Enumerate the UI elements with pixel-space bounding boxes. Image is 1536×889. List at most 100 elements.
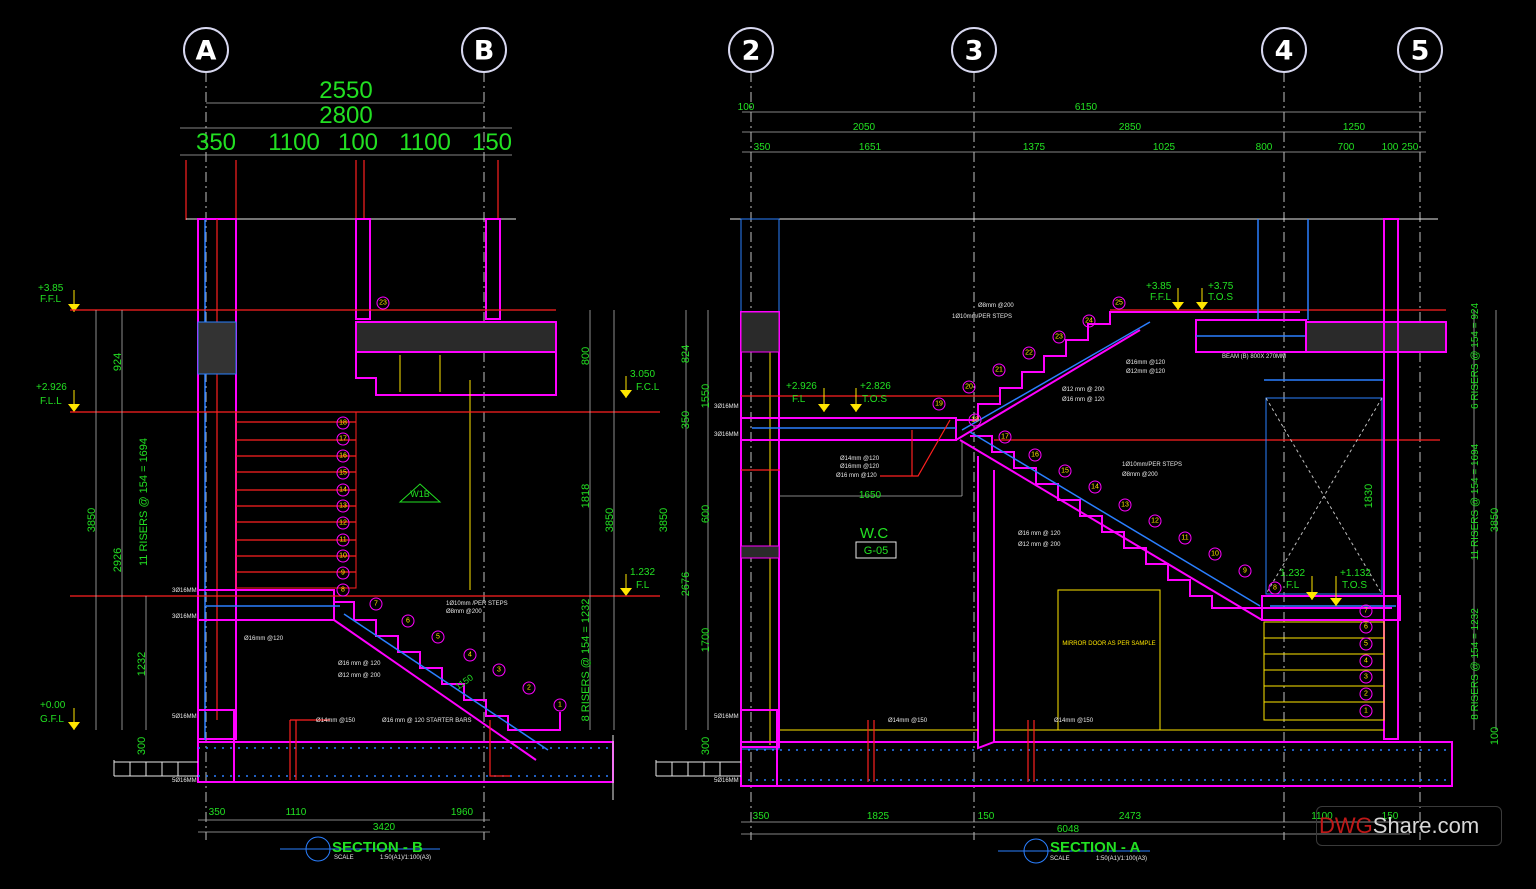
step-tag: 16: [336, 449, 350, 463]
step-tag: 9: [1238, 564, 1252, 578]
level-marker-fcl-3050-b: 3.050 F.C.L: [620, 369, 660, 398]
step-tags-a-lower: 7 6 5 4 3 2 1: [1359, 604, 1373, 718]
svg-text:+2.826: +2.826: [860, 381, 891, 392]
dim-700: 700: [1338, 142, 1355, 153]
dim-800-a-top: 800: [1256, 142, 1273, 153]
dim-350-a-left: 350: [680, 411, 692, 429]
svg-text:SECTION - A: SECTION - A: [1050, 839, 1140, 856]
dim-600: 600: [700, 505, 712, 523]
beam-note: BEAM (B) 800X 270MM: [1222, 354, 1286, 360]
step-tag: 24: [1082, 314, 1096, 328]
watermark-logo: DWGShare.com: [1316, 806, 1502, 846]
dim-3850-a-left: 3850: [658, 508, 670, 532]
svg-text:15: 15: [339, 470, 347, 477]
step-tag-b-23: 23: [376, 296, 390, 310]
svg-text:+3.85: +3.85: [38, 283, 64, 294]
svg-text:2: 2: [1364, 691, 1368, 698]
svg-text:10: 10: [339, 553, 347, 560]
step-tag: 13: [336, 499, 350, 513]
svg-text:15: 15: [1061, 468, 1069, 475]
step-tag: 1: [553, 698, 567, 712]
svg-text:1.232: 1.232: [630, 567, 655, 578]
svg-text:9: 9: [341, 570, 345, 577]
step-tag: 11: [336, 533, 350, 547]
step-tag: 17: [998, 430, 1012, 444]
step-tag: 14: [1088, 480, 1102, 494]
svg-text:3: 3: [497, 667, 501, 674]
dim-100-a-bottom: 100: [1489, 727, 1501, 745]
note-a-14g: Ø14mm @150: [1054, 718, 1094, 724]
svg-text:4: 4: [1364, 658, 1368, 665]
dim-1025: 1025: [1153, 142, 1176, 153]
svg-text:20: 20: [965, 384, 973, 391]
svg-text:18: 18: [971, 417, 979, 424]
svg-text:24: 24: [1085, 318, 1093, 325]
dim-1250: 1250: [1343, 122, 1366, 133]
svg-text:4: 4: [1275, 36, 1294, 67]
dim-2676: 2676: [680, 572, 692, 596]
svg-text:11: 11: [1181, 535, 1188, 542]
step-tag: 6: [401, 614, 415, 628]
svg-text:8: 8: [1273, 585, 1277, 592]
svg-text:5: 5: [1364, 641, 1368, 648]
svg-text:9: 9: [1243, 568, 1247, 575]
dim-1100-a: 1100: [268, 129, 320, 156]
room-name: W.C: [860, 525, 888, 542]
note-b-16b: Ø16mm @120: [244, 636, 284, 642]
section-a-title: SECTION - A SCALE 1:50(A1)/1:100(A3): [998, 838, 1150, 864]
step-tag: 5: [431, 630, 445, 644]
watermark-part1: DWG: [1319, 813, 1373, 838]
note-a-14: Ø14mm @120: [840, 456, 880, 462]
dim-3420-b: 3420: [373, 822, 396, 833]
step-tag: 9: [336, 566, 350, 580]
dim-risers-b-11: 11 RISERS @ 154 = 1694: [138, 438, 150, 566]
level-marker-ffl-385-b: +3.85 F.F.L: [38, 283, 80, 312]
dim-1825: 1825: [867, 811, 890, 822]
note-b-bar1: 3Ø16MM: [172, 588, 197, 594]
svg-text:12: 12: [1151, 518, 1159, 525]
step-tag: 7: [369, 597, 383, 611]
step-tag: 17: [336, 432, 350, 446]
dim-824: 824: [680, 345, 692, 363]
dim-2800: 2800: [319, 102, 372, 129]
dim-150-a: 150: [978, 811, 995, 822]
dim-2050: 2050: [853, 122, 876, 133]
svg-text:F.F.L: F.F.L: [1150, 292, 1172, 303]
svg-text:T.O.S: T.O.S: [1342, 580, 1367, 591]
note-a-16d: Ø16 mm @120: [836, 473, 877, 479]
note-a-12a: Ø12mm @120: [1126, 369, 1166, 375]
step-tag: 14: [336, 483, 350, 497]
door-note: MIRROR DOOR AS PER SAMPLE: [1062, 641, 1155, 647]
dim-350-a-top: 350: [754, 142, 771, 153]
svg-text:2: 2: [742, 36, 761, 67]
svg-text:6: 6: [1364, 624, 1368, 631]
note-a-14f: Ø14mm @150: [888, 718, 928, 724]
note-b-bar3: 5Ø16MM: [172, 714, 197, 720]
dim-1110-b: 1110: [286, 807, 307, 818]
note-a-16e: Ø16 mm @ 120: [1018, 531, 1061, 537]
dim-350-b-bottom: 350: [209, 807, 226, 818]
section-b-treads: [235, 411, 357, 589]
svg-text:+2.926: +2.926: [36, 382, 67, 393]
dim-1100-b: 1100: [399, 129, 451, 156]
svg-text:W1B: W1B: [410, 489, 430, 499]
svg-text:18: 18: [339, 420, 347, 427]
svg-text:3: 3: [1364, 674, 1368, 681]
note-a-bar1: 3Ø16MM: [714, 404, 739, 410]
step-tag: 11: [1178, 531, 1192, 545]
step-tag: 13: [1118, 498, 1132, 512]
svg-text:+1.132: +1.132: [1340, 568, 1371, 579]
level-marker-fl-1232-a: 1.232 F.L: [1280, 568, 1318, 600]
level-marker-fll-2926-b: +2.926 F.L.L: [36, 382, 80, 412]
note-a-10b: 1Ø10mm/PER STEPS: [1122, 462, 1182, 468]
svg-text:14: 14: [1091, 484, 1099, 491]
dim-1818-b: 1818: [580, 484, 592, 508]
svg-text:1:50(A1)/1:100(A3): 1:50(A1)/1:100(A3): [1096, 856, 1147, 862]
svg-text:19: 19: [935, 401, 943, 408]
dim-150-a-right: 150: [1382, 811, 1399, 822]
svg-text:B: B: [474, 36, 495, 67]
svg-text:8: 8: [341, 587, 345, 594]
svg-text:7: 7: [1364, 608, 1368, 615]
section-b-top-dims: 2550 2800 350 1100 100 1100 150: [180, 77, 512, 220]
level-marker-ffl-385-a: +3.85 F.F.L: [1146, 281, 1184, 310]
